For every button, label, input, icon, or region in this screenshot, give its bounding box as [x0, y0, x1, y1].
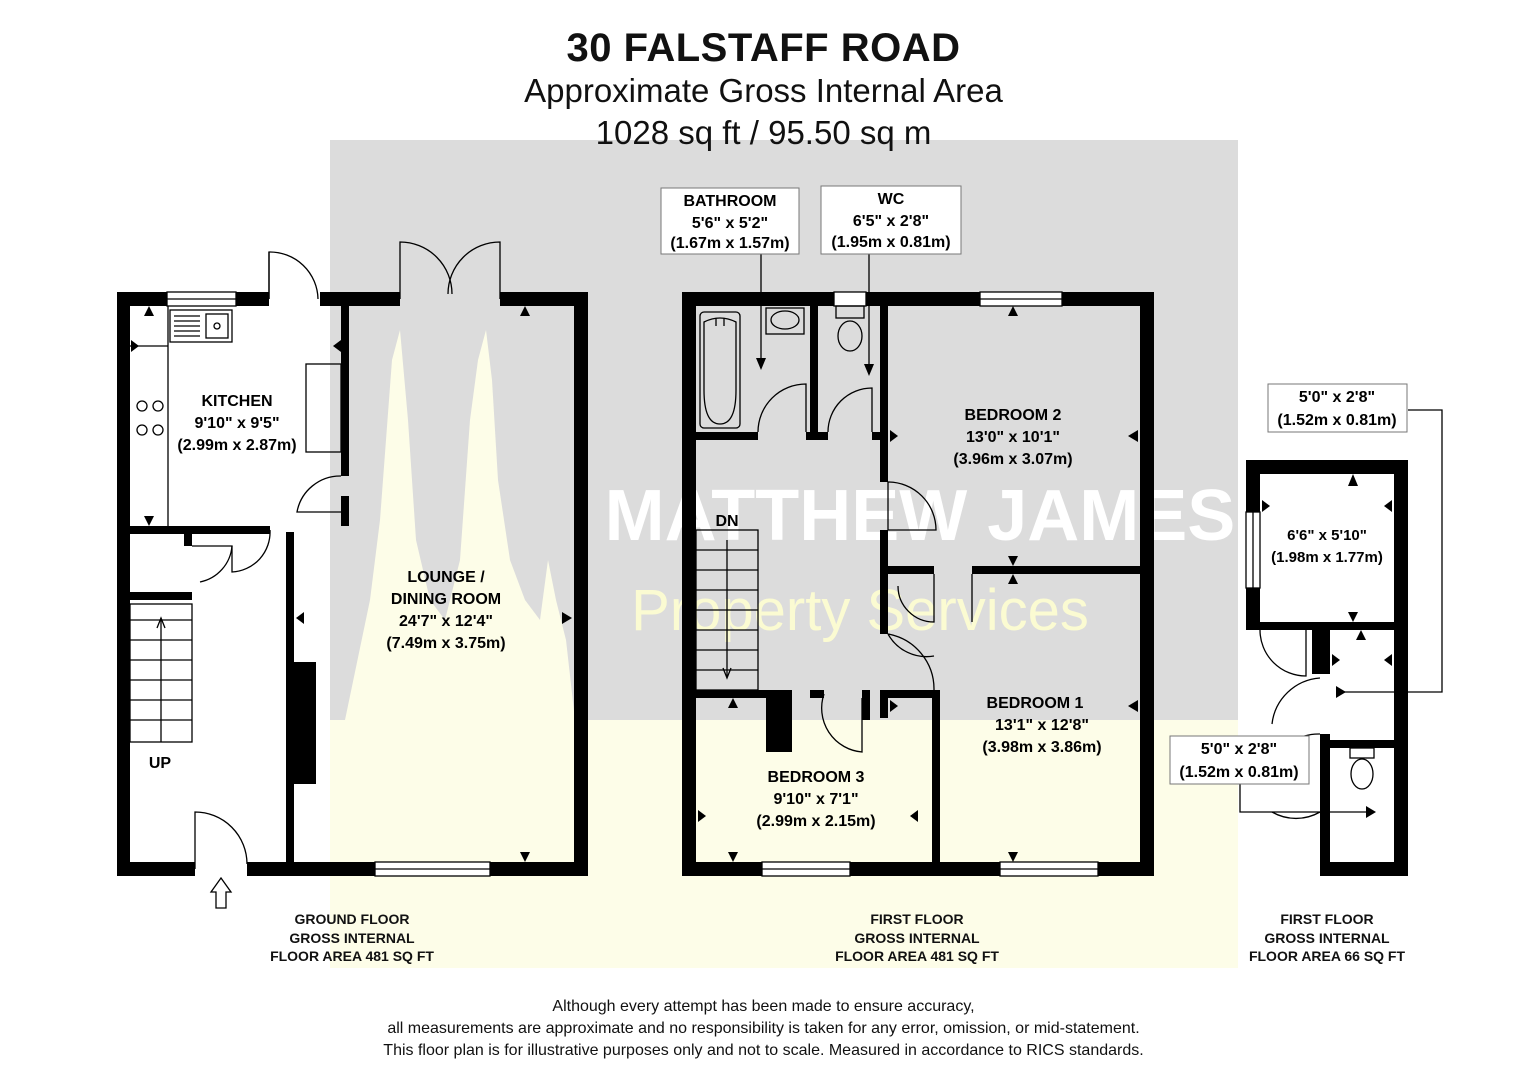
bedroom1-name: BEDROOM 1 — [987, 695, 1084, 712]
first-floor-line1: FIRST FLOOR — [870, 911, 964, 927]
first-floor-callouts — [660, 185, 962, 255]
lounge-imperial: 24'7" x 12'4" — [399, 613, 493, 630]
disclaimer-line2: all measurements are approximate and no … — [387, 1020, 1140, 1037]
first-floor-dimension-ticks — [698, 306, 1138, 862]
watermark-background: MATTHEW JAMES Property Services — [330, 140, 1238, 968]
annex-floor-area-label: FIRST FLOOR GROSS INTERNAL FLOOR AREA 66… — [1197, 910, 1457, 966]
wc-name: WC — [878, 191, 905, 208]
annex-top-metric: (1.52m x 0.81m) — [1277, 412, 1396, 429]
annex-floor-line2: GROSS INTERNAL — [1264, 929, 1390, 946]
annex-walls — [1246, 460, 1408, 876]
lounge-metric: (7.49m x 3.75m) — [386, 635, 505, 652]
wc-imperial: 6'5" x 2'8" — [853, 213, 929, 230]
ground-floor-line3: FLOOR AREA 481 SQ FT — [270, 948, 434, 964]
bedroom1-imperial: 13'1" x 12'8" — [995, 717, 1089, 734]
watermark-skyline — [345, 330, 575, 720]
annex-room-labels: 5'0" x 2'8" (1.52m x 0.81m) 6'6" x 5'10"… — [1179, 389, 1396, 781]
bedroom3-imperial: 9'10" x 7'1" — [773, 791, 858, 808]
ground-floor-walls — [117, 292, 588, 876]
annex-dimension-ticks — [1262, 474, 1392, 818]
bedroom3-name: BEDROOM 3 — [768, 769, 865, 786]
annex-floor-line1: FIRST FLOOR — [1280, 911, 1374, 927]
first-floor-room-labels: BATHROOM 5'6" x 5'2" (1.67m x 1.57m) WC … — [670, 191, 1101, 830]
ground-floor-fixtures — [129, 241, 501, 909]
ground-floor-line2: GROSS INTERNAL — [289, 929, 415, 946]
first-floor-line3: FLOOR AREA 481 SQ FT — [835, 948, 999, 964]
kitchen-metric: (2.99m x 2.87m) — [177, 437, 296, 454]
ground-floor-area-label: GROUND FLOOR GROSS INTERNAL FLOOR AREA 4… — [222, 910, 482, 966]
area-subtitle: Approximate Gross Internal Area — [524, 72, 1003, 109]
ground-floor-line1: GROUND FLOOR — [294, 911, 410, 927]
property-address: 30 FALSTAFF ROAD — [566, 26, 961, 70]
disclaimer: Although every attempt has been made to … — [0, 996, 1527, 1062]
total-area: 1028 sq ft / 95.50 sq m — [595, 114, 932, 151]
bedroom2-imperial: 13'0" x 10'1" — [966, 429, 1060, 446]
stairs-up-label: UP — [149, 755, 172, 772]
watermark-title: MATTHEW JAMES — [605, 476, 1236, 556]
first-floor-area-label: FIRST FLOOR GROSS INTERNAL FLOOR AREA 48… — [787, 910, 1047, 966]
bathroom-name: BATHROOM — [683, 193, 776, 210]
kitchen-imperial: 9'10" x 9'5" — [194, 415, 279, 432]
bedroom3-metric: (2.99m x 2.15m) — [756, 813, 875, 830]
bedroom2-metric: (3.96m x 3.07m) — [953, 451, 1072, 468]
kitchen-name: KITCHEN — [201, 393, 272, 410]
disclaimer-line1: Although every attempt has been made to … — [552, 998, 975, 1015]
stairs-down-label: DN — [715, 513, 738, 530]
annex-bottom-imperial: 5'0" x 2'8" — [1201, 741, 1277, 758]
annex-fixtures — [1239, 409, 1443, 819]
bedroom2-name: BEDROOM 2 — [965, 407, 1062, 424]
first-floor-walls — [682, 292, 1154, 876]
annex-floor-line3: FLOOR AREA 66 SQ FT — [1248, 948, 1406, 964]
lounge-name-2: DINING ROOM — [391, 591, 501, 608]
ground-floor-room-labels: KITCHEN 9'10" x 9'5" (2.99m x 2.87m) LOU… — [149, 393, 506, 772]
annex-bottom-metric: (1.52m x 0.81m) — [1179, 764, 1298, 781]
first-floor-fixtures — [695, 254, 1099, 877]
first-floor-line2: GROSS INTERNAL — [854, 929, 980, 946]
bedroom1-metric: (3.98m x 3.86m) — [982, 739, 1101, 756]
disclaimer-line3: This floor plan is for illustrative purp… — [383, 1042, 1144, 1059]
bathroom-imperial: 5'6" x 5'2" — [692, 215, 768, 232]
ground-floor-dimension-ticks — [131, 306, 572, 862]
bathroom-metric: (1.67m x 1.57m) — [670, 235, 789, 252]
annex-room-metric: (1.98m x 1.77m) — [1271, 549, 1383, 566]
annex-room-imperial: 6'6" x 5'10" — [1287, 527, 1367, 544]
annex-top-imperial: 5'0" x 2'8" — [1299, 389, 1375, 406]
lounge-name-1: LOUNGE / — [407, 569, 485, 586]
annex-callouts — [1169, 383, 1408, 785]
wc-metric: (1.95m x 0.81m) — [831, 234, 950, 251]
